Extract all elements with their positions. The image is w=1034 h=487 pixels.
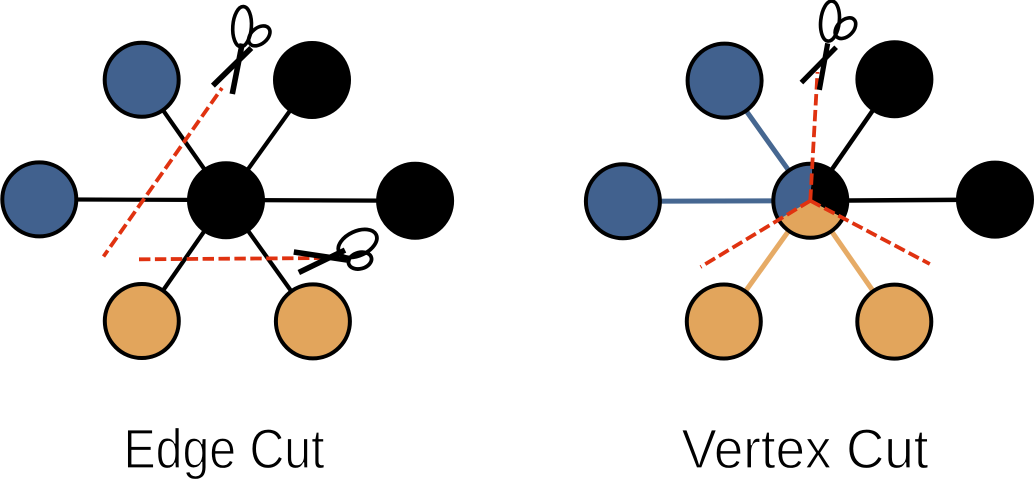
svg-text:Vertex Cut: Vertex Cut <box>682 418 929 480</box>
svg-text:Edge Cut: Edge Cut <box>124 418 325 480</box>
